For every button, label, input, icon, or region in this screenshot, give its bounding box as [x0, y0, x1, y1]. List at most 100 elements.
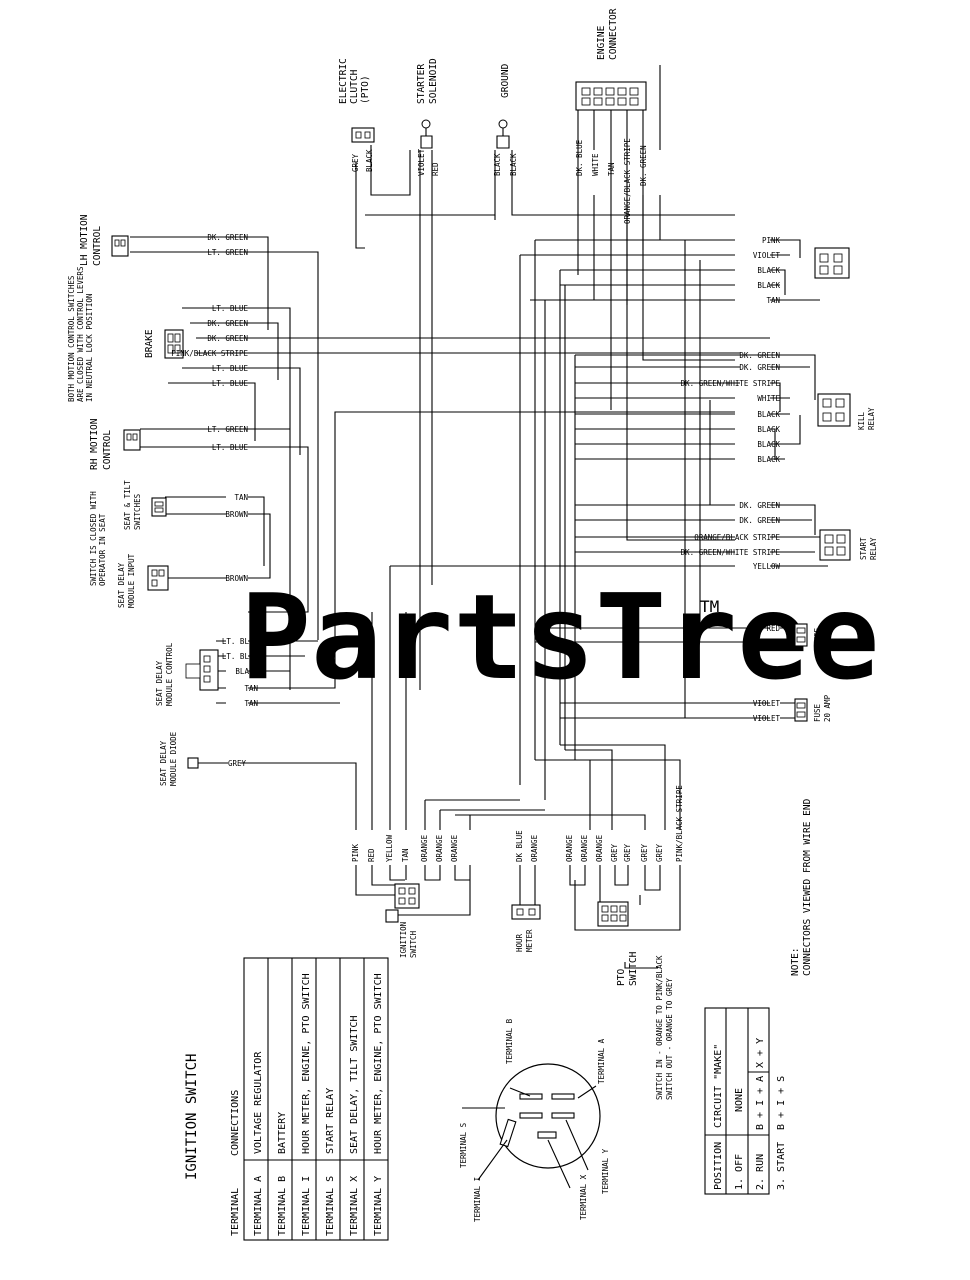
- wire-label: RED: [367, 848, 376, 862]
- fuse-red-holder: [794, 623, 808, 647]
- electric-clutch-label: ELECTRIC: [338, 58, 349, 104]
- seat-delay-input-connector: [147, 565, 169, 591]
- hour-meter-label: METER: [525, 929, 534, 952]
- wire-label: TAN: [766, 296, 780, 305]
- wire-label: BLACK: [757, 266, 780, 275]
- wire-label: TAN: [244, 699, 258, 708]
- terminal-b-label: TERMINAL B: [505, 1018, 514, 1064]
- ignition-switch-connector: [385, 883, 420, 923]
- wire-label: LT. BLUE: [212, 304, 249, 313]
- wire-label: BROWN: [225, 574, 248, 583]
- wire-label: ORANGE: [595, 834, 604, 862]
- pto-switch-label: SWITCH: [628, 951, 639, 986]
- ignition-table-cell: VOLTAGE REGULATOR: [253, 1051, 264, 1154]
- seat-tilt-label: SEAT & TILT: [123, 480, 132, 530]
- starter-solenoid-label: STARTER: [416, 64, 427, 104]
- note-label: NOTE:: [790, 947, 801, 976]
- wire-label: LT. BLUE: [212, 443, 249, 452]
- ignition-table-header: CONNECTIONS: [230, 1090, 241, 1156]
- wire-label: BLACK: [509, 153, 518, 176]
- wire-label: VIOLET: [753, 699, 781, 708]
- start-relay-box: [819, 529, 851, 561]
- start-relay-label: START: [859, 537, 868, 560]
- wire-label: ORANGE: [450, 834, 459, 862]
- electric-clutch-label: (PTO): [360, 75, 371, 104]
- wire-label: BLACK: [757, 440, 780, 449]
- wire-label: LT. BLUE: [222, 637, 259, 646]
- lh-motion-control-label: LH MOTION: [79, 214, 90, 266]
- ignition-table-cell: TERMINAL A: [253, 1176, 264, 1236]
- fuse-violet-label: 20 AMP: [823, 694, 832, 722]
- terminal-y-label: TERMINAL Y: [601, 1148, 610, 1194]
- lh-motion-control-connector: [111, 235, 129, 257]
- wire-network: [130, 65, 828, 969]
- wire-label: PINK/BLACK STRIPE: [171, 349, 248, 358]
- wire-label: ORANGE: [420, 834, 429, 862]
- pto-switch-connector: [597, 901, 629, 927]
- wire-label: VIOLET: [753, 714, 781, 723]
- terminal-a-label: TERMINAL A: [597, 1038, 606, 1084]
- seat-delay-diode-label: SEAT DELAY: [159, 740, 168, 786]
- kill-relay-label: RELAY: [867, 407, 876, 430]
- lh-motion-control-label: CONTROL: [92, 226, 103, 266]
- fuse-violet-label: FUSE: [813, 703, 822, 722]
- wire-label: VIOLET: [753, 251, 781, 260]
- ignition-table-title: IGNITION SWITCH: [184, 1054, 200, 1180]
- start-relay-label: RELAY: [869, 537, 878, 560]
- wire-label: DK. BLUE: [575, 139, 584, 176]
- wire-label: DK BLUE: [515, 830, 524, 862]
- ignition-table-cell: SEAT DELAY, TILT SWITCH: [349, 1016, 360, 1154]
- wire-label: DK. GREEN: [639, 145, 648, 186]
- position-table-header: POSITION: [713, 1142, 724, 1190]
- top-right-relay: [814, 247, 850, 279]
- wire-label: LT. BLUE: [212, 364, 249, 373]
- electric-clutch-label: CLUTCH: [349, 69, 360, 104]
- wire-label: GREY: [655, 843, 664, 862]
- wire-label: ORANGE: [530, 834, 539, 862]
- wire-label: RED: [766, 638, 780, 647]
- seat-delay-control-connector: [185, 649, 219, 691]
- wire-label: ORANGE/BLACK STRIPE: [623, 138, 632, 224]
- electric-clutch-connector: [351, 127, 375, 143]
- engine-connector-label: CONNECTOR: [608, 8, 619, 60]
- ignition-switch-label: IGNITION: [399, 922, 408, 958]
- ignition-table-cell: TERMINAL I: [301, 1176, 312, 1236]
- ignition-table: [243, 957, 389, 1241]
- wire-label: ORANGE: [565, 834, 574, 862]
- ignition-table-cell: TERMINAL Y: [373, 1176, 384, 1236]
- engine-connector: [575, 81, 647, 111]
- wire-label: RED: [766, 624, 780, 633]
- wire-label: BLACK: [365, 149, 374, 172]
- motion-control-note: IN NEUTRAL LOCK POSITION: [85, 294, 94, 402]
- wire-label: BLACK: [757, 425, 780, 434]
- wire-label: DK. GREEN: [739, 516, 780, 525]
- position-table: [704, 1007, 770, 1195]
- seat-delay-control-label: SEAT DELAY: [155, 660, 164, 706]
- wire-label: RED: [431, 162, 440, 176]
- seat-delay-diode-label: MODULE DIODE: [169, 731, 178, 786]
- wire-label: PINK/BLACK STRIPE: [675, 785, 684, 862]
- motion-control-note: ARE CLOSED WITH CONTROL LEVERS: [76, 266, 85, 402]
- wire-label: GREY: [623, 843, 632, 862]
- wire-label: LT. BLUE: [212, 379, 249, 388]
- ignition-table-cell: START RELAY: [325, 1088, 336, 1154]
- wire-label: TAN: [244, 684, 258, 693]
- wire-label: GREY: [640, 843, 649, 862]
- wire-label: PINK: [351, 843, 360, 862]
- kill-relay-label: KILL: [857, 411, 866, 430]
- brake-connector: [164, 329, 184, 359]
- fuse-red-label: FUSE: [813, 627, 822, 646]
- wire-label: BLACK: [235, 667, 258, 676]
- pto-note: SWITCH IN - ORANGE TO PINK/BLACK: [655, 955, 664, 1100]
- wire-label: BLACK: [757, 281, 780, 290]
- wire-label: GREY: [228, 759, 247, 768]
- position-table-cell: 2. RUN: [755, 1154, 766, 1190]
- wire-label: LT. GREEN: [207, 248, 248, 257]
- position-table-cell: 1. OFF: [734, 1154, 745, 1190]
- ignition-table-cell: BATTERY: [277, 1112, 288, 1154]
- wire-label: YELLOW: [753, 562, 781, 571]
- pto-switch-label: PTO: [616, 969, 627, 986]
- wire-label: DK. GREEN: [739, 501, 780, 510]
- wire-label: ORANGE/BLACK STRIPE: [694, 533, 780, 542]
- wire-label: GREY: [351, 153, 360, 172]
